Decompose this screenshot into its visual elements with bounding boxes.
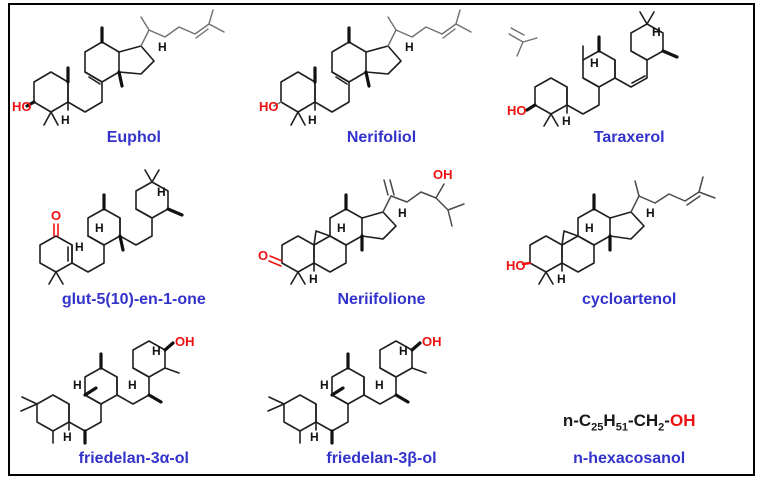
cycloartenol-structure: HO H H H — [506, 176, 716, 286]
h-stereo-label: H — [652, 25, 661, 39]
friedelan-3b-ol-methyl-wedges — [330, 341, 423, 445]
h-stereo-label: H — [405, 40, 414, 54]
ho-group-label: HO — [506, 258, 526, 273]
neighbor-chain-fragment — [508, 27, 538, 57]
h-stereo-label: H — [128, 378, 137, 392]
compound-label-cycloartenol: cycloartenol — [582, 291, 677, 308]
formula-subscript: 25 — [591, 421, 604, 433]
h-stereo-label: H — [310, 430, 319, 444]
h-stereo-label: H — [157, 185, 166, 199]
h-stereo-label: H — [61, 113, 70, 127]
formula-part: - — [664, 410, 670, 430]
ho-group-label: HO — [259, 99, 279, 114]
formula-hydroxyl: OH — [669, 410, 696, 430]
h-stereo-label: H — [308, 113, 317, 127]
hexacosanol-formula: n-C25H51-CH2-OH — [563, 411, 696, 433]
cycloartenol-ho-bond — [521, 261, 532, 266]
friedelan-3b-ol-structure: OH H H H H — [267, 334, 442, 445]
compound-cell-glutenone: O H H H glut-5(10)-en-1-one — [10, 153, 258, 315]
h-stereo-label: H — [152, 344, 161, 358]
oh-group-label: OH — [433, 167, 453, 182]
taraxerol-ring-skeleton — [534, 11, 664, 127]
neriifolione-ring-skeleton — [281, 208, 398, 285]
compound-cell-cycloartenol: HO H H H cycloartenol — [505, 153, 753, 315]
h-stereo-label: H — [158, 40, 167, 54]
h-stereo-label: H — [337, 221, 346, 235]
nerifoliol-ho-bond — [273, 101, 283, 107]
h-stereo-label: H — [399, 344, 408, 358]
ho-group-label: HO — [12, 99, 32, 114]
ho-group-label: HO — [507, 103, 527, 118]
friedelan-3a-ol-ring-skeleton — [20, 340, 180, 444]
euphol-structure: HO H H — [12, 9, 225, 127]
glutenone-ring-skeleton — [39, 169, 169, 285]
compound-cell-hexacosanol: n-C25H51-CH2-OH n-hexacosanol — [505, 315, 753, 474]
formula-part: -CH — [627, 410, 659, 430]
compound-cell-taraxerol: HO H H H Taraxerol — [505, 5, 753, 153]
compound-label-friedelan-3a-ol: friedelan-3α-ol — [78, 450, 189, 467]
friedelan-3b-ol-ring-skeleton — [267, 340, 428, 444]
compound-cell-nerifoliol: HO H H Nerifoliol — [258, 5, 506, 153]
h-stereo-label: H — [320, 378, 329, 392]
o-group-label: O — [51, 208, 61, 223]
h-stereo-label: H — [95, 221, 104, 235]
compound-label-taraxerol: Taraxerol — [593, 129, 665, 146]
h-stereo-label: H — [309, 272, 318, 286]
compound-label-euphol: Euphol — [106, 129, 161, 146]
euphol-side-chain — [140, 9, 225, 47]
figure-frame: HO H H Euphol — [8, 3, 755, 476]
h-stereo-label: H — [75, 240, 84, 254]
nerifoliol-structure: HO H H — [259, 9, 473, 127]
oh-group-label: OH — [422, 334, 442, 349]
h-stereo-label: H — [585, 221, 594, 235]
nerifoliol-methyl-wedges — [313, 26, 372, 88]
compound-label-glutenone: glut-5(10)-en-1-one — [61, 291, 206, 308]
h-stereo-label: H — [73, 378, 82, 392]
h-stereo-label: H — [646, 206, 655, 220]
compound-cell-friedelan-3b-ol: OH H H H H friedelan-3β-ol — [258, 315, 506, 474]
cycloartenol-side-chain — [630, 176, 716, 213]
o-group-label: O — [258, 248, 268, 263]
formula-part: H — [603, 410, 616, 430]
nerifoliol-ring-skeleton — [280, 41, 403, 126]
friedelan-3a-ol-methyl-wedges — [83, 341, 175, 445]
neriifolione-side-chain — [382, 179, 466, 227]
compound-cell-neriifolione: O OH H H H Neriifolione — [258, 153, 506, 315]
compound-cell-euphol: HO H H Euphol — [10, 5, 258, 153]
cycloartenol-ring-skeleton — [529, 208, 645, 285]
h-stereo-label: H — [375, 378, 384, 392]
taraxerol-methyl-wedges — [525, 35, 679, 112]
euphol-methyl-wedges — [25, 26, 124, 108]
formula-part: n-C — [562, 410, 592, 430]
compound-cell-friedelan-3a-ol: OH H H H H friedelan-3α-ol — [10, 315, 258, 474]
taraxerol-structure: HO H H H — [507, 11, 679, 128]
compound-label-nerifoliol: Nerifoliol — [346, 129, 417, 146]
compound-label-friedelan-3b-ol: friedelan-3β-ol — [326, 450, 437, 467]
neriifolione-ketone-bond — [268, 255, 284, 267]
h-stereo-label: H — [557, 272, 566, 286]
glutenone-methyl-wedges — [102, 193, 184, 252]
cycloartenol-methyl-wedges — [592, 193, 612, 252]
oh-group-label: OH — [175, 334, 195, 349]
formula-subscript: 2 — [658, 421, 665, 433]
euphol-ring-skeleton — [33, 41, 155, 126]
h-stereo-label: H — [562, 114, 571, 128]
h-stereo-label: H — [63, 430, 72, 444]
compound-label-hexacosanol: n-hexacosanol — [573, 450, 686, 467]
neriifolione-structure: O OH H H H — [258, 167, 466, 286]
glutenone-ketone-bond — [53, 223, 59, 237]
nerifoliol-side-chain — [387, 9, 473, 47]
compound-label-neriifolione: Neriifolione — [337, 291, 426, 308]
neriifolione-methyl-wedges — [344, 193, 365, 252]
h-stereo-label: H — [398, 206, 407, 220]
h-stereo-label: H — [590, 56, 599, 70]
glutenone-structure: O H H H — [39, 169, 184, 285]
formula-subscript: 51 — [615, 421, 628, 433]
friedelan-3a-ol-structure: OH H H H H — [20, 334, 195, 445]
